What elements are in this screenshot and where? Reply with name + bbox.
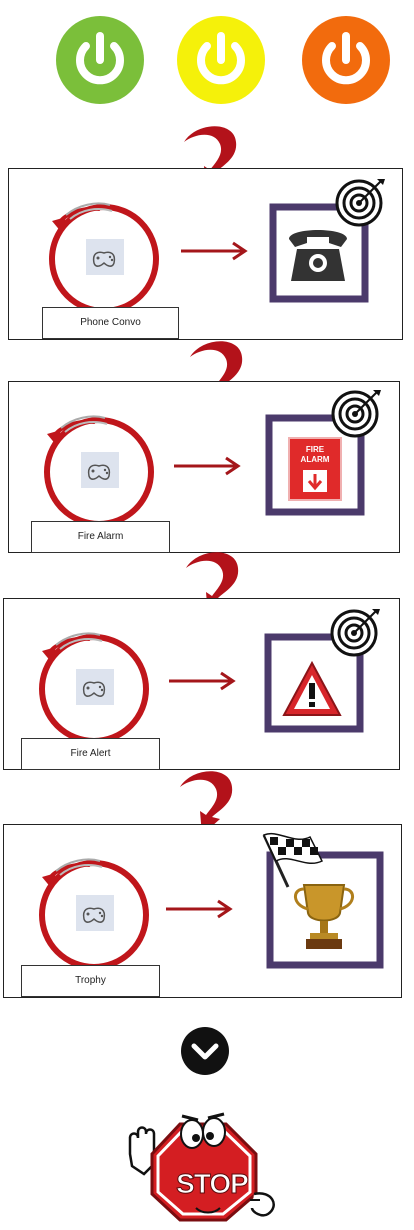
step-label-1: Phone Convo — [42, 307, 179, 339]
right-arrow-icon — [174, 456, 241, 476]
step-label-2: Fire Alarm — [31, 521, 170, 553]
target-frame — [264, 609, 380, 733]
step-label-3: Fire Alert — [21, 738, 160, 770]
bullseye-icon — [330, 609, 380, 657]
svg-text:FIRE: FIRE — [306, 445, 325, 454]
cycle-icon — [44, 415, 154, 527]
power-button-green — [56, 16, 144, 104]
telephone-icon — [289, 230, 347, 281]
chevron-down-icon[interactable] — [180, 1026, 230, 1076]
power-button-orange — [302, 16, 390, 104]
step-panel-2: FIRE ALARM Fire Alarm — [8, 381, 400, 553]
checkered-flag-icon — [262, 832, 324, 888]
power-icon — [56, 16, 144, 104]
cycle-icon — [49, 202, 159, 314]
target-frame — [262, 832, 384, 969]
power-icon — [177, 16, 265, 104]
stop-sign-text: STOP — [176, 1168, 250, 1200]
bullseye-icon — [335, 179, 385, 227]
bullseye-icon — [331, 390, 381, 438]
cycle-icon — [39, 632, 149, 744]
step-panel-1: Phone Convo — [8, 168, 403, 340]
step-panel-3: Fire Alert — [3, 598, 400, 770]
power-button-yellow — [177, 16, 265, 104]
stop-sign-icon — [128, 1112, 275, 1222]
target-frame — [269, 179, 385, 303]
power-icon — [302, 16, 390, 104]
warning-triangle-icon — [282, 660, 342, 716]
step-panel-4: Trophy — [3, 824, 402, 998]
right-arrow-icon — [169, 671, 236, 691]
step-label-4: Trophy — [21, 965, 160, 997]
trophy-icon — [294, 884, 354, 949]
cycle-icon — [39, 858, 149, 970]
target-frame: FIRE ALARM — [265, 390, 381, 516]
right-arrow-icon — [181, 241, 248, 261]
right-arrow-icon — [166, 899, 233, 919]
fire-alarm-icon: FIRE ALARM — [288, 437, 342, 501]
svg-text:ALARM: ALARM — [301, 455, 330, 464]
curved-arrow-icon — [180, 771, 233, 835]
